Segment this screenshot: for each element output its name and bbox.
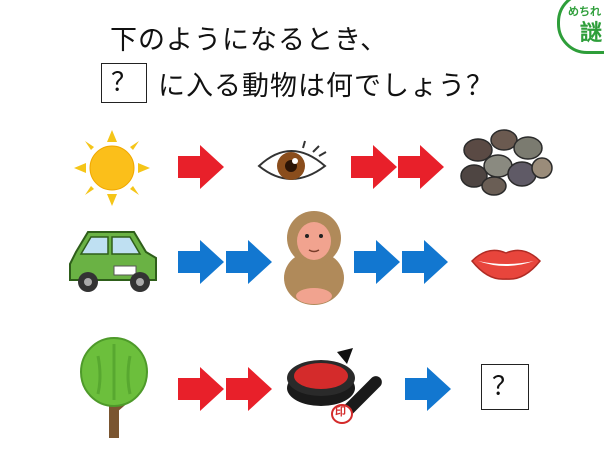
lips-icon	[470, 249, 542, 280]
question-line-2: に入る動物は何でしょう？	[158, 71, 494, 102]
stamp-mark-text: 印	[335, 405, 346, 418]
inline-question-box: ？	[101, 63, 147, 103]
monkey-icon	[284, 211, 344, 305]
clams-icon	[460, 129, 553, 196]
badge-main-text: 謎	[580, 21, 603, 46]
car-icon	[69, 231, 157, 292]
red-arrow-4	[178, 367, 224, 411]
red-arrow-5	[226, 367, 272, 411]
red-arrow-1	[178, 145, 224, 189]
badge-top-text: めちれ	[568, 5, 601, 18]
blue-arrow-3	[354, 240, 400, 284]
red-arrow-2	[351, 145, 397, 189]
answer-box: ？	[481, 364, 529, 410]
tree-icon	[80, 337, 148, 438]
question-line-1: 下のようになるとき、	[110, 25, 389, 56]
blue-arrow-5	[405, 367, 451, 411]
red-arrow-3	[398, 145, 444, 189]
blue-arrow-2	[226, 240, 272, 284]
eye-icon	[257, 140, 327, 180]
logo-badge: めちれ 謎	[557, 0, 604, 54]
stamp-icon	[287, 348, 382, 424]
blue-arrow-4	[402, 240, 448, 284]
sun-icon	[74, 130, 150, 206]
blue-arrow-1	[178, 240, 224, 284]
